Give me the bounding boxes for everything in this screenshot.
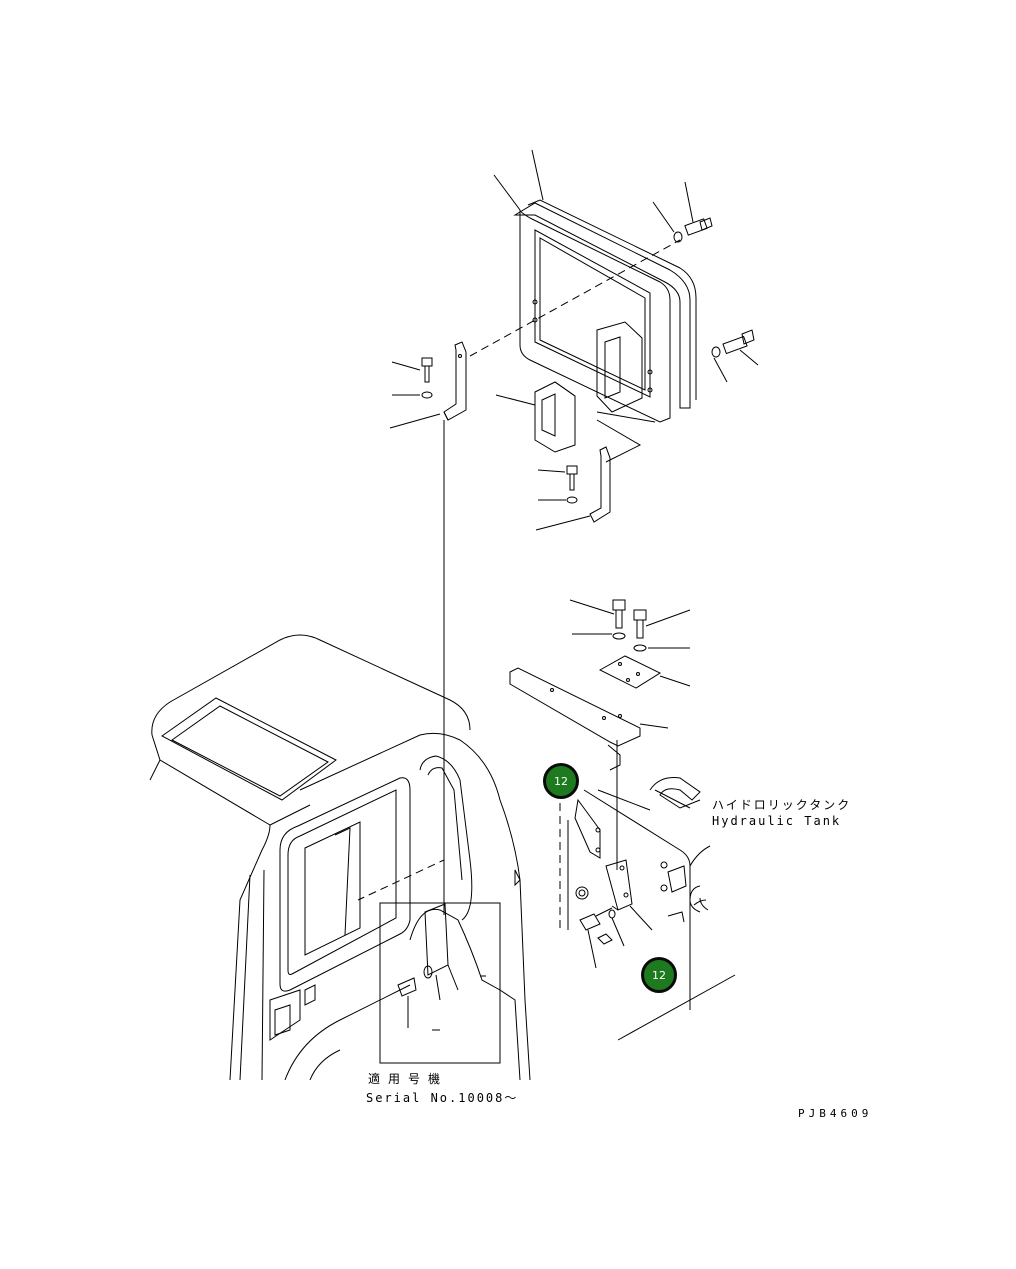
bolt-middle-left [566,465,578,504]
bolt-upper-left [421,357,433,399]
latch-piece [596,321,643,413]
serial-label-jp: 適用号機 [368,1072,449,1086]
bracket-middle [589,446,611,523]
tank-bracket-upper [574,798,601,859]
bracket-upper [443,341,467,421]
assembly-line [469,239,681,357]
tank-bracket-lower [605,859,633,911]
long-bracket [509,667,641,771]
drawing-code: PJB4609 [798,1107,873,1120]
mounting-plate [598,655,662,689]
leader-lines-top [389,149,759,531]
hydraulic-tank-label-en: Hydraulic Tank [712,814,842,828]
hose-clamp [649,777,701,809]
leader-lines-tank [587,789,653,969]
tank-fasteners [559,790,616,945]
serial-label-en: Serial No.10008～ [366,1091,519,1105]
bolts-pair [612,599,647,652]
window-frame [513,199,697,423]
assembly-line [596,419,642,463]
hydraulic-tank [583,789,736,1041]
cab-body [149,634,531,1081]
detail-parts [397,903,486,1031]
tank-handle [689,885,709,913]
callout-marker[interactable]: 12 [641,957,677,993]
callout-marker[interactable]: 12 [543,763,579,799]
bumper-block [534,381,576,453]
hydraulic-tank-label-jp: ハイドロリックタンク [712,798,852,812]
bolt-right [711,329,755,358]
leader-lines-mid [569,599,691,729]
serial-detail-box [379,902,501,1064]
bolt-top-right [673,217,713,243]
